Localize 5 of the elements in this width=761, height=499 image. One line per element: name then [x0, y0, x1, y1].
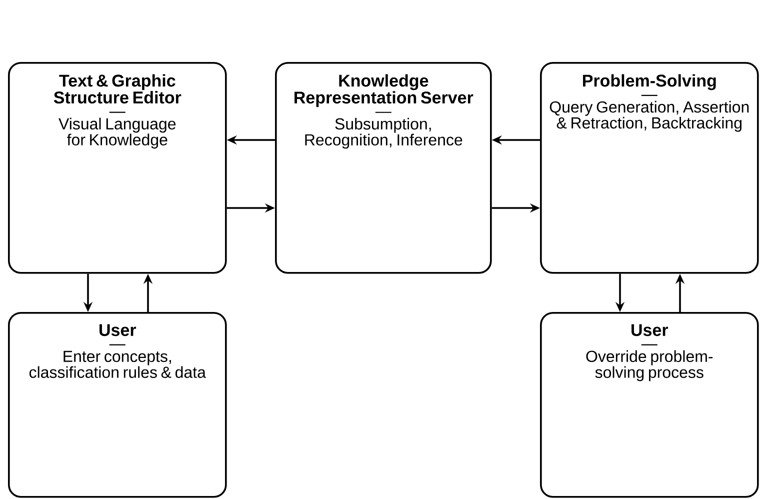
process-box: Knowledge Representation Server — Subsumption, Recognition, Inference — [275, 62, 492, 274]
process-box: Text & Graphic Structure Editor — Visual Language for Knowledge — [8, 62, 227, 274]
process-box: User — Enter concepts, classification rules & data — [8, 312, 227, 498]
process-box: Problem-Solving — Query Generation, Assertion & Retraction, Backtracking — [540, 62, 759, 274]
process-box: User — Override problem-solving process — [540, 312, 759, 498]
